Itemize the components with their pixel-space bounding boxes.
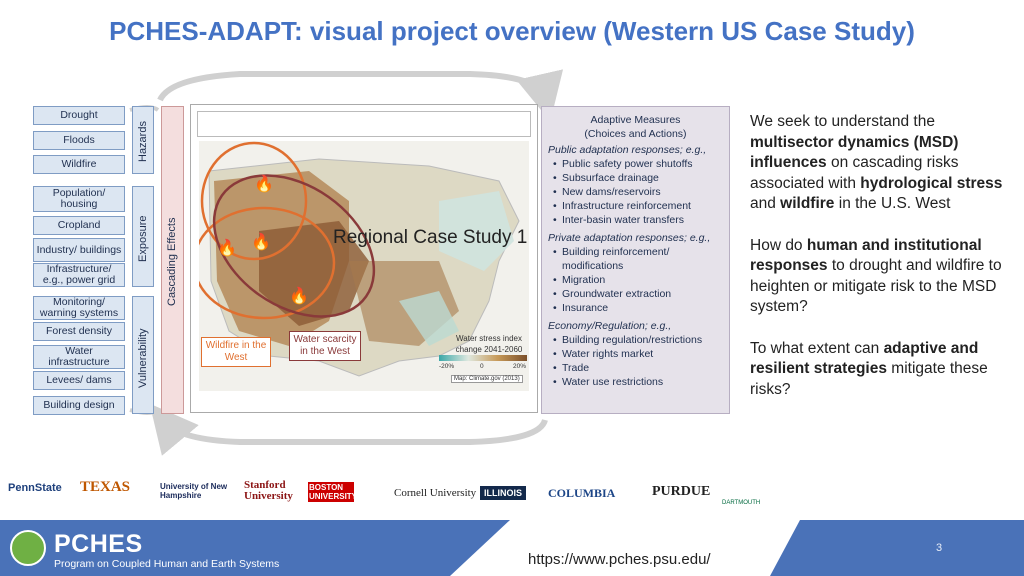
cascading-label: Cascading Effects	[166, 217, 178, 306]
vuln-levees: Levees/ dams	[33, 371, 125, 390]
legend-tick-mid: 0	[480, 363, 484, 370]
legend-tick-max: 20%	[513, 363, 527, 370]
legend-colorbar	[439, 355, 527, 361]
economy-regulation-list: Building regulation/restrictions Water r…	[548, 333, 723, 389]
private-responses-title: Private adaptation responses; e.g.,	[548, 232, 711, 244]
vulnerability-label: Vulnerability	[137, 328, 149, 388]
columbia-logo: COLUMBIA	[548, 486, 616, 500]
globe-icon	[10, 530, 46, 566]
texas-logo: TEXAS	[80, 479, 131, 495]
public-responses-list: Public safety power shutoffs Subsurface …	[548, 157, 723, 227]
list-item: Insurance	[548, 301, 723, 315]
legend-title-1: Water stress index	[456, 334, 522, 343]
hazards-bar	[132, 106, 154, 174]
map-panel: 🔥 🔥 🔥 🔥 Regional Case Study 1 Wildfire i…	[190, 104, 538, 413]
exposure-cropland: Cropland	[33, 216, 125, 235]
hazard-drought: Drought	[33, 106, 125, 125]
question-2: How do human and institutional responses…	[750, 236, 1002, 316]
exposure-infrastructure: Infrastructure/ e.g., power grid	[33, 263, 125, 287]
footer-brand: PCHES	[54, 530, 143, 558]
vuln-forest: Forest density	[33, 322, 125, 341]
cornell-logo: Cornell University	[394, 487, 477, 499]
footer-shapes	[450, 520, 800, 576]
hazard-floods: Floods	[33, 131, 125, 150]
water-scarcity-callout: Water scarcity in the West	[289, 331, 361, 361]
fire-icon: 🔥	[254, 174, 274, 193]
hazard-wildfire: Wildfire	[33, 155, 125, 174]
list-item: Trade	[548, 361, 723, 375]
list-item: Water use restrictions	[548, 375, 723, 389]
research-questions: We seek to understand the multisector dy…	[750, 112, 1012, 421]
question-1: We seek to understand the multisector dy…	[750, 113, 1003, 212]
adaptive-measures-panel: Adaptive Measures (Choices and Actions) …	[541, 106, 730, 414]
list-item: Building regulation/restrictions	[548, 333, 723, 347]
case-study-label: Regional Case Study 1	[333, 227, 528, 248]
map-header-box	[197, 111, 531, 137]
map-credit: Map: Climate.gov (2013)	[451, 375, 523, 383]
vuln-building: Building design	[33, 396, 125, 415]
footer-url-link[interactable]: https://www.pches.psu.edu/	[528, 551, 711, 568]
slide-title: PCHES-ADAPT: visual project overview (We…	[109, 16, 915, 46]
boston-university-logo: BOSTON UNIVERSITY	[308, 482, 358, 502]
exposure-bar	[132, 186, 154, 287]
cascading-bar	[161, 106, 184, 414]
wildfire-callout: Wildfire in the West	[201, 337, 271, 367]
footer-subtitle: Program on Coupled Human and Earth Syste…	[54, 558, 280, 570]
adaptive-header: Adaptive Measures (Choices and Actions)	[584, 114, 687, 140]
svg-text:🔥: 🔥	[289, 286, 309, 305]
vuln-water-infra: Water infrastructure	[33, 345, 125, 369]
vuln-monitoring: Monitoring/ warning systems	[33, 296, 125, 320]
dartmouth-logo: DARTMOUTH	[722, 500, 761, 506]
hazards-label: Hazards	[137, 121, 149, 162]
exposure-population: Population/ housing	[33, 186, 125, 212]
us-map-shapes: 🔥 🔥 🔥 🔥	[199, 141, 520, 377]
list-item: Groundwater extraction	[548, 287, 723, 301]
list-item: Public safety power shutoffs	[548, 157, 723, 171]
list-item: Building reinforcement/ modifications	[548, 245, 723, 273]
economy-regulation-title: Economy/Regulation; e.g.,	[548, 320, 672, 332]
vulnerability-bar	[132, 296, 154, 414]
exposure-label: Exposure	[137, 215, 149, 262]
page-number: 3	[936, 542, 943, 554]
list-item: Water rights market	[548, 347, 723, 361]
private-responses-list: Building reinforcement/ modifications Mi…	[548, 245, 723, 315]
stanford-logo: Stanford University	[244, 479, 293, 502]
svg-text:🔥: 🔥	[251, 232, 271, 251]
exposure-industry: Industry/ buildings	[33, 238, 125, 262]
legend-title-2: change 2041-2060	[455, 345, 523, 354]
public-responses-title: Public adaptation responses; e.g.,	[548, 144, 707, 156]
legend-tick-min: -20%	[439, 363, 455, 370]
us-map: 🔥 🔥 🔥 🔥 Regional Case Study 1 Wildfire i…	[199, 141, 529, 391]
list-item: New dams/reservoirs	[548, 185, 723, 199]
pennstate-logo: PennState	[8, 482, 62, 494]
purdue-logo: PURDUE	[652, 484, 711, 499]
list-item: Subsurface drainage	[548, 171, 723, 185]
list-item: Migration	[548, 273, 723, 287]
list-item: Inter-basin water transfers	[548, 213, 723, 227]
question-3: To what extent can adaptive and resilien…	[750, 339, 988, 398]
illinois-logo: ILLINOIS	[480, 486, 526, 500]
list-item: Infrastructure reinforcement	[548, 199, 723, 213]
unh-logo: University of New Hampshire	[160, 482, 228, 500]
svg-text:🔥: 🔥	[217, 238, 237, 257]
